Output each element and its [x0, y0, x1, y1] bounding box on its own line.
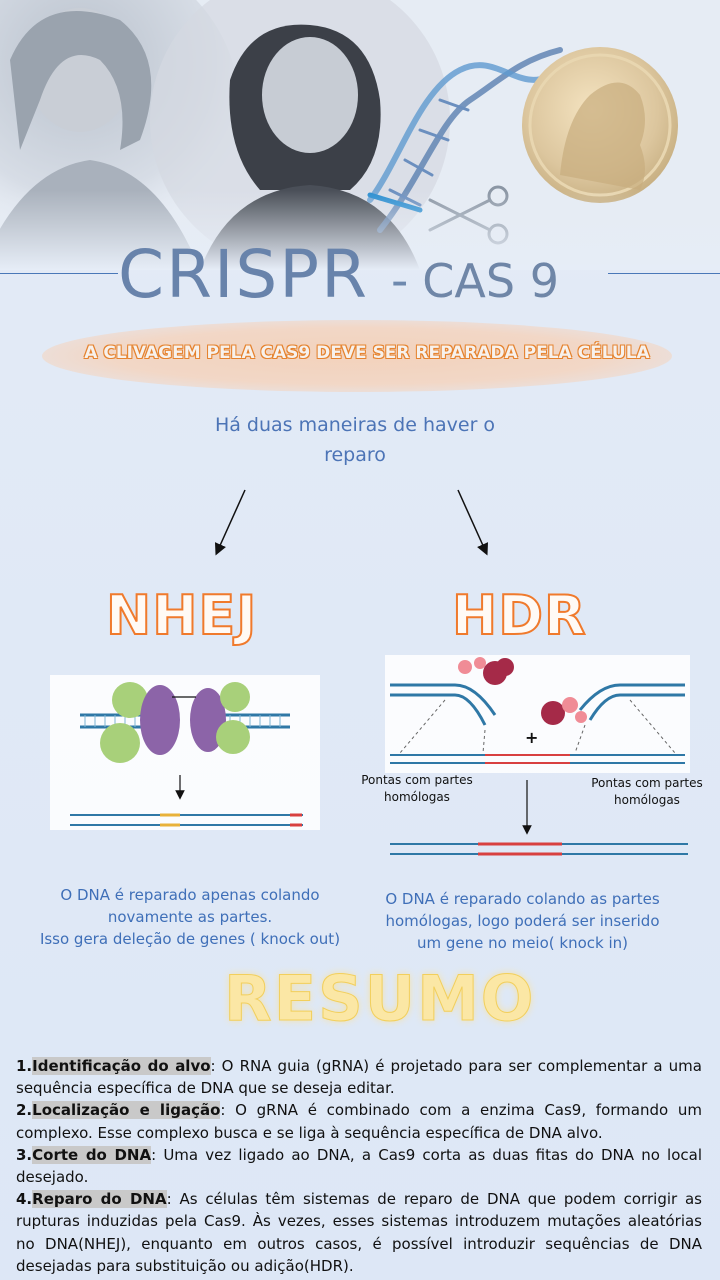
page-title: CRISPR-CAS 9 [118, 236, 559, 313]
nhej-diagram [50, 675, 320, 830]
ku-protein-right [190, 682, 250, 754]
arrow-left [214, 489, 246, 556]
title-line-right [608, 273, 720, 274]
summary-item: 2.Localização e ligação: O gRNA é combin… [16, 1101, 702, 1142]
hdr-title: HDR [451, 583, 587, 648]
summary-list: 1.Identificação do alvo: O RNA guia (gRN… [16, 1055, 702, 1277]
title-sub: CAS 9 [422, 254, 559, 308]
summary-item: 3.Corte do DNA: Uma vez ligado ao DNA, a… [16, 1145, 702, 1187]
hdr-plus: + [525, 728, 538, 747]
nhej-repaired-dna [70, 813, 303, 827]
ku-protein-left [100, 682, 180, 763]
summary-item: 4.Reparo do DNA: As células têm sistemas… [16, 1190, 703, 1275]
banner-text: A CLIVAGEM PELA CAS9 DEVE SER REPARADA P… [84, 343, 650, 363]
nhej-title: NHEJ [105, 583, 258, 648]
title-dash: - [390, 253, 409, 309]
hdr-label-left: Pontas com partes homólogas [361, 773, 473, 804]
hero-collage [0, 0, 720, 270]
intro-text: Há duas maneiras de haver o reparo [214, 414, 496, 466]
split-arrows [214, 489, 489, 556]
title-line-left [0, 273, 118, 274]
hdr-donor-dna [390, 754, 685, 764]
resumo-title: RESUMO [224, 962, 536, 1036]
hdr-protein-left [458, 657, 514, 685]
hdr-protein-right [541, 697, 587, 725]
banner-background [42, 320, 672, 392]
title-main: CRISPR [118, 236, 369, 313]
nhej-caption: O DNA é reparado apenas colando novament… [39, 886, 341, 948]
summary-item: 1.Identificação do alvo: O RNA guia (gRN… [16, 1057, 702, 1098]
hdr-diagram: + [385, 655, 690, 773]
hdr-repaired-dna [390, 842, 688, 856]
arrow-right [457, 489, 489, 556]
hdr-arrow [522, 780, 532, 835]
nobel-medal [522, 47, 678, 203]
hdr-caption: O DNA é reparado colando as partes homól… [385, 890, 660, 952]
hdr-label-right: Pontas com partes homólogas [591, 776, 703, 807]
